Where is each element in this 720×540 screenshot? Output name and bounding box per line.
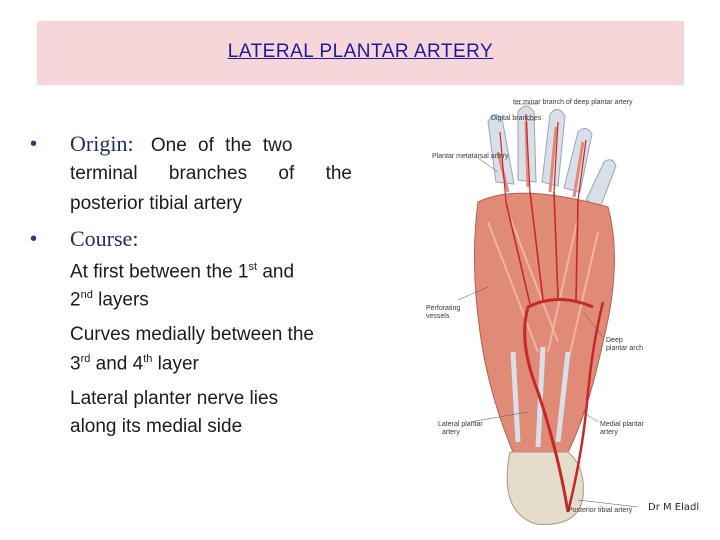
label-deep-arch-2: plantar arch (606, 345, 643, 352)
course-p1-b: and (257, 261, 295, 283)
course-p1-sup: st (248, 261, 258, 273)
course-p3-line1: Lateral planter nerve lies (70, 388, 279, 409)
course-p1-a: At first between the 1 (70, 261, 249, 283)
course-p1-c: 2 (70, 289, 81, 311)
bullet-dot: • (30, 133, 38, 155)
course-heading: Course: (70, 226, 138, 252)
course-p2-c-sup: th (143, 353, 153, 365)
foot-anatomy-illustration: ter minar branch of deep plantar artery … (426, 99, 645, 525)
label-lateral-plantar: Lateral plantar (438, 421, 483, 428)
label-perforating: Perforating (426, 305, 460, 312)
origin-text-3: posterior tibial artery (70, 193, 243, 214)
course-p1-c-sup: nd (80, 289, 93, 301)
label-top-branch: ter minar branch of deep plantar artery (513, 99, 633, 106)
bullet-dot: • (30, 228, 38, 250)
toes-group (487, 105, 617, 209)
label-posterior-tibial: Posterior tibial artery (568, 507, 633, 514)
label-plantar-metatarsal: Plantar metatarsal artery (432, 153, 509, 160)
label-medial-plantar-2: artery (600, 429, 618, 436)
author-credit: Dr M Eladl (648, 502, 700, 513)
origin-text-2: terminal branches of the (70, 163, 352, 184)
label-medial-plantar: Medial plantar (600, 421, 645, 428)
course-p1-line2: 2nd layers (70, 289, 149, 311)
heel (506, 451, 584, 525)
origin-text-1: One of the two (150, 135, 293, 156)
course-p3-line2: along its medial side (70, 416, 243, 437)
slide-title: LATERAL PLANTAR ARTERY (227, 41, 494, 62)
label-deep-arch: Deep (606, 337, 623, 344)
title-band: LATERAL PLANTAR ARTERY (37, 21, 684, 85)
label-digital: Digital branches (491, 115, 542, 122)
course-p1-d: layers (92, 289, 149, 311)
course-p2-line1: Curves medially between the (70, 324, 314, 345)
origin-label: Origin: (70, 131, 134, 156)
sole-muscles (473, 192, 615, 463)
label-perforating-2: vessels (426, 313, 450, 320)
course-p2-line2: 3rd and 4th layer (70, 353, 199, 375)
course-label: Course: (70, 226, 139, 251)
artery-paths (499, 113, 605, 513)
course-p2-d: layer (152, 353, 199, 375)
course-p2-b-sup: rd (80, 353, 91, 365)
leader-lines (457, 103, 639, 508)
label-lateral-plantar-2: artery (442, 429, 460, 436)
course-p2-b: 3 (70, 353, 81, 375)
figure-labels: ter minar branch of deep plantar artery … (426, 99, 645, 514)
origin-line-1: Origin: One of the two (70, 131, 352, 157)
course-p2-c: and 4 (90, 353, 144, 375)
course-p1-line1: At first between the 1st and (70, 261, 294, 283)
